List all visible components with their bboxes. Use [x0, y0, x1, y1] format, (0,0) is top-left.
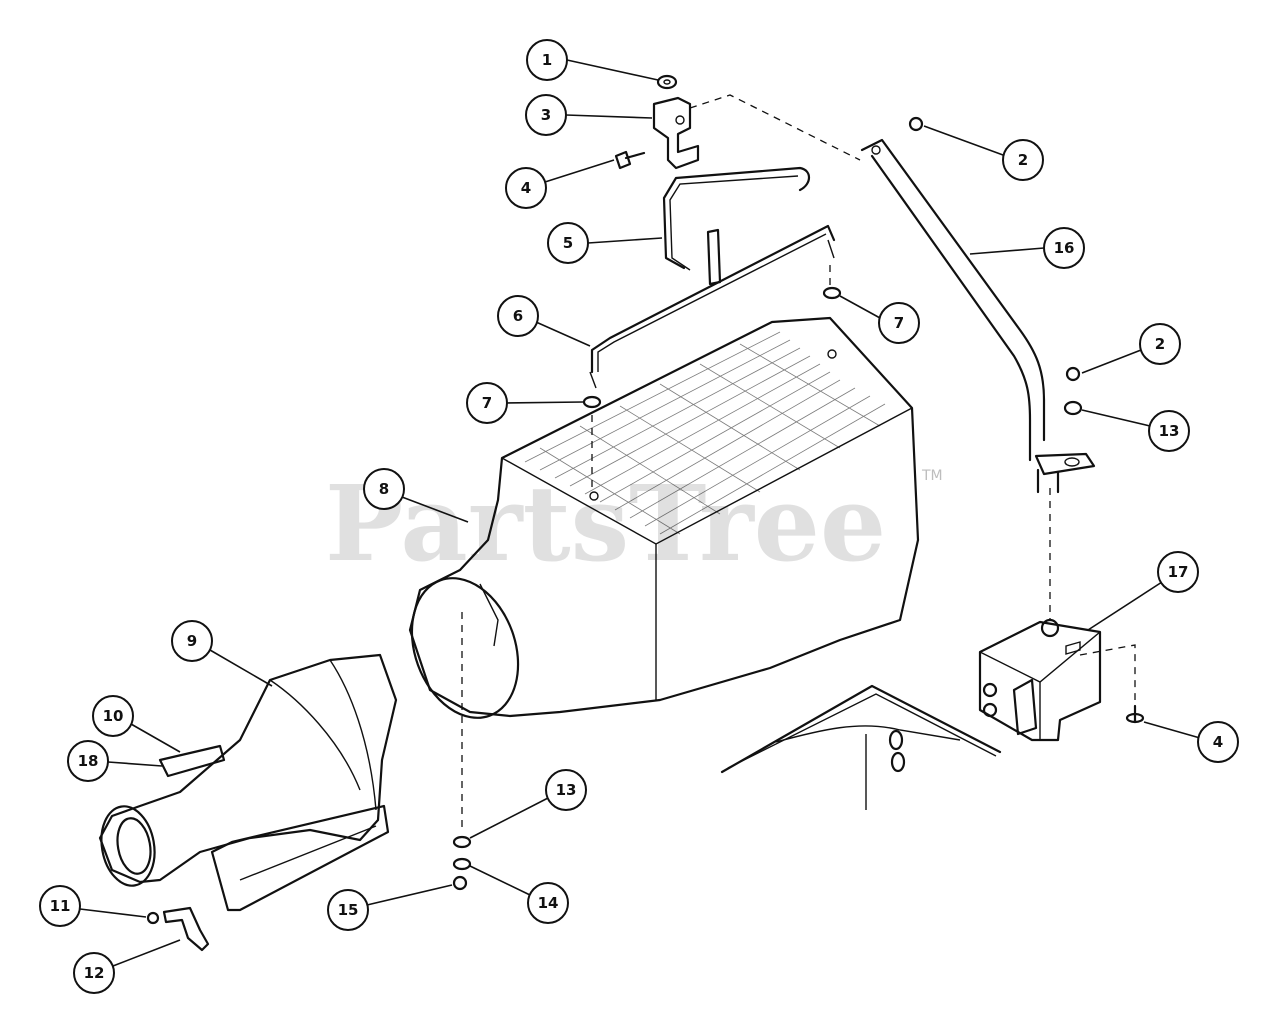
watermark-tm: TM: [921, 468, 943, 484]
callout-13-upper: 13: [1081, 409, 1190, 452]
part-rod-5: [662, 166, 811, 271]
svg-text:6: 6: [513, 307, 523, 325]
callout-14: 14: [469, 865, 569, 924]
part-handle-16: [860, 138, 1096, 494]
callout-7-left: 7: [466, 382, 584, 424]
callout-5: 5: [547, 222, 663, 264]
part-bolt-4-upper: [614, 150, 646, 170]
part-nut-15: [452, 875, 468, 891]
callout-4-upper: 4: [505, 159, 615, 209]
svg-text:18: 18: [78, 752, 99, 770]
part-rod-6: [589, 224, 836, 389]
svg-text:4: 4: [1213, 733, 1223, 751]
svg-text:11: 11: [50, 897, 71, 915]
svg-text:1: 1: [542, 51, 552, 69]
part-nut-11: [146, 911, 160, 925]
callout-1: 1: [526, 39, 659, 81]
callout-15: 15: [327, 884, 453, 931]
callout-7-right: 7: [839, 295, 920, 344]
part-washer-1: [656, 74, 678, 90]
part-nut-2-upper: [908, 116, 924, 132]
part-bracket-3: [652, 96, 700, 170]
svg-text:12: 12: [84, 964, 105, 982]
callout-12: 12: [73, 939, 181, 994]
svg-text:9: 9: [187, 632, 197, 650]
svg-text:16: 16: [1054, 239, 1075, 257]
svg-text:2: 2: [1155, 335, 1165, 353]
callout-10: 10: [92, 695, 181, 753]
svg-text:2: 2: [1018, 151, 1028, 169]
svg-text:15: 15: [338, 901, 359, 919]
svg-text:8: 8: [379, 480, 389, 498]
bag-mesh-top: [524, 331, 886, 535]
part-nut-2-lower: [1065, 366, 1081, 382]
watermark-text: PartsTree: [325, 462, 886, 585]
callout-3: 3: [525, 94, 653, 136]
callout-11: 11: [39, 885, 147, 927]
part-bag-8: [408, 316, 920, 719]
callout-6: 6: [497, 295, 591, 347]
callout-9: 9: [171, 620, 273, 687]
callout-18: 18: [67, 740, 163, 782]
svg-text:14: 14: [538, 894, 559, 912]
part-washer-13-lower: [452, 835, 472, 849]
part-lockwasher-14: [452, 857, 472, 871]
callout-8: 8: [363, 468, 469, 523]
part-bracket-17: [978, 618, 1102, 742]
deck-fragment: [720, 684, 1002, 810]
callout-2-lower: 2: [1081, 323, 1181, 374]
watermark: PartsTree TM: [325, 462, 943, 585]
callout-2-upper: 2: [923, 125, 1044, 181]
svg-text:3: 3: [541, 106, 551, 124]
svg-text:4: 4: [521, 179, 531, 197]
alignment-lines: [461, 94, 1136, 830]
svg-text:13: 13: [556, 781, 577, 799]
svg-text:5: 5: [563, 234, 573, 252]
callout-17: 17: [1087, 551, 1199, 631]
part-latch-12: [162, 906, 210, 952]
svg-text:17: 17: [1168, 563, 1189, 581]
svg-text:7: 7: [894, 314, 904, 332]
callout-13-lower: 13: [469, 769, 587, 839]
svg-text:7: 7: [482, 394, 492, 412]
part-washer-7-left: [582, 395, 602, 409]
part-washer-7-right: [822, 286, 842, 300]
svg-text:13: 13: [1159, 422, 1180, 440]
callout-4-lower: 4: [1143, 721, 1239, 763]
part-bolt-4-lower: [1125, 704, 1145, 724]
svg-text:10: 10: [103, 707, 124, 725]
callout-16: 16: [969, 227, 1085, 269]
part-chute-9: [98, 653, 398, 912]
part-washer-13-upper: [1063, 400, 1083, 416]
